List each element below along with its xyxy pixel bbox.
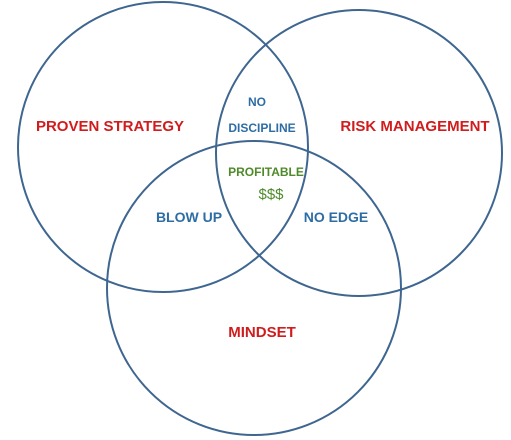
risk-management-circle bbox=[215, 9, 503, 297]
mindset-label: MINDSET bbox=[228, 324, 296, 341]
blow-up-label: BLOW UP bbox=[156, 209, 222, 225]
proven-strategy-label: PROVEN STRATEGY bbox=[36, 118, 184, 135]
mindset-circle bbox=[106, 140, 402, 436]
no-discipline-label-line1: NO bbox=[248, 95, 266, 109]
dollar-symbol-label: $$$ bbox=[258, 186, 284, 203]
risk-management-label: RISK MANAGEMENT bbox=[340, 118, 489, 135]
proven-strategy-circle bbox=[17, 1, 309, 293]
no-discipline-label-line2: DISCIPLINE bbox=[228, 121, 295, 135]
profitable-label: PROFITABLE bbox=[228, 165, 304, 179]
no-edge-label: NO EDGE bbox=[304, 209, 369, 225]
